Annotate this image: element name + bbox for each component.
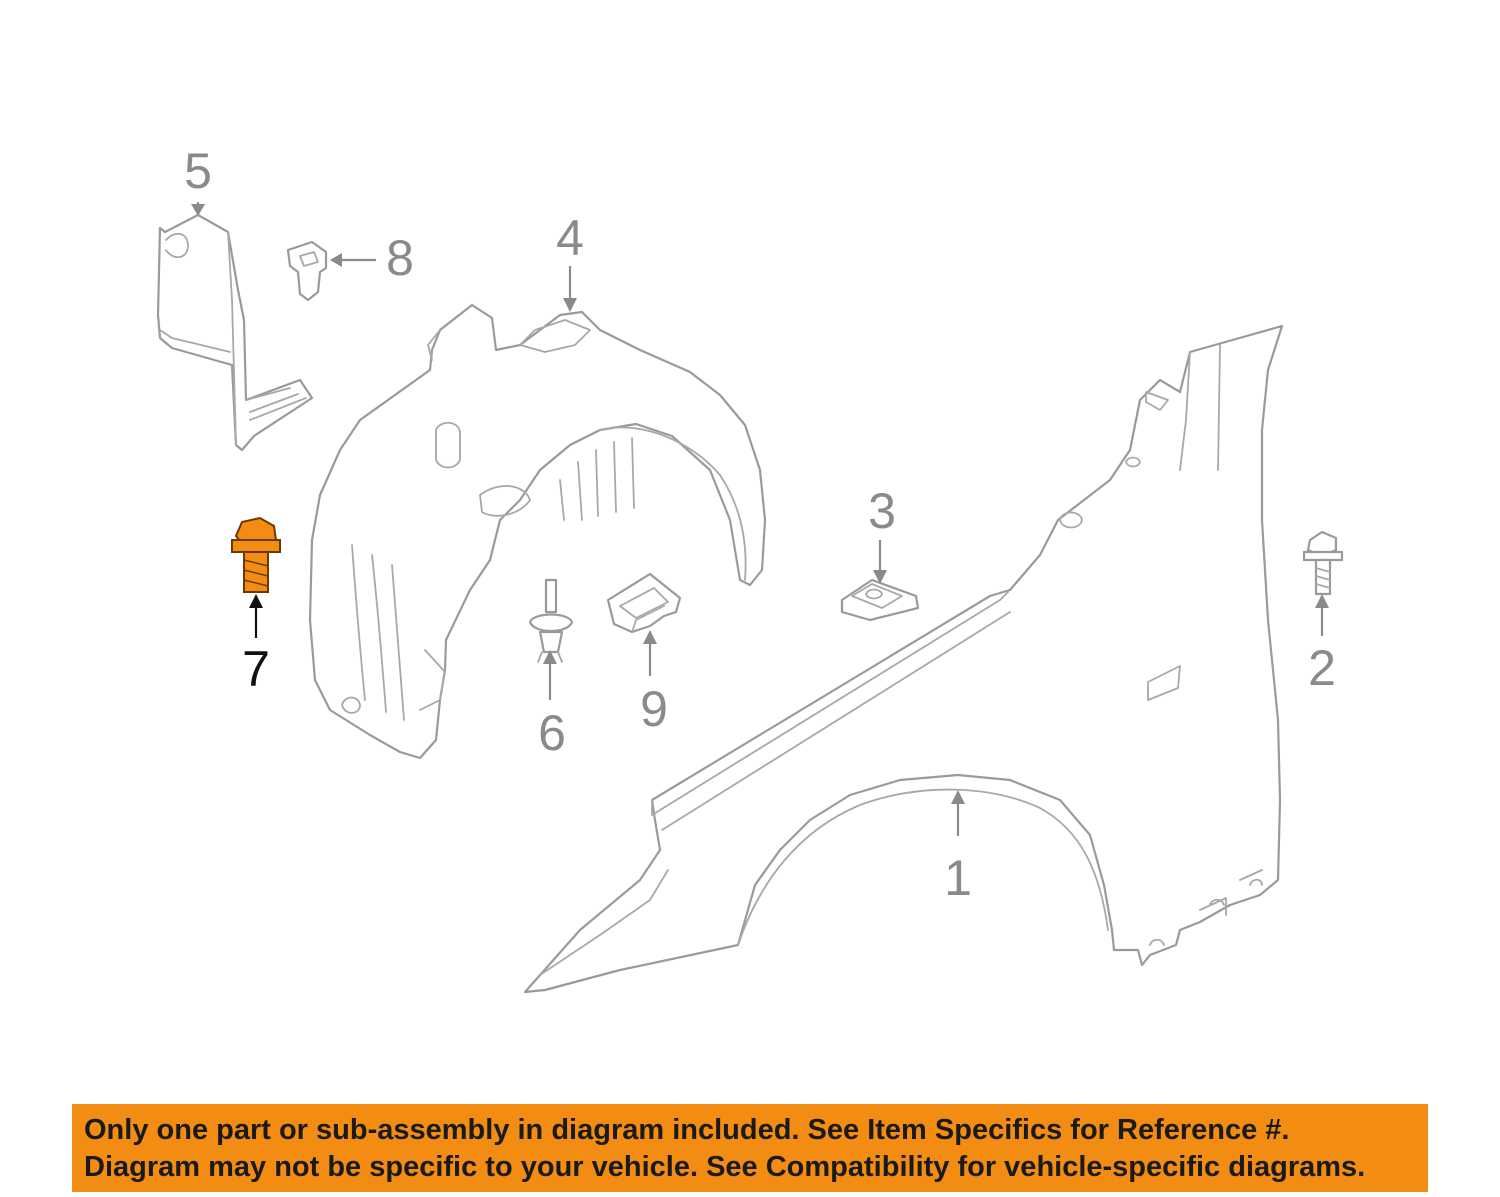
push-pin-retainer-part-6[interactable] — [528, 578, 574, 663]
arrowhead-7 — [249, 594, 263, 608]
disclaimer-line-2: Diagram may not be specific to your vehi… — [84, 1151, 1366, 1183]
arrowhead-3 — [873, 570, 887, 584]
callout-4: 4 — [556, 210, 584, 266]
fender-liner-part-4[interactable] — [308, 303, 767, 760]
callout-6: 6 — [538, 705, 566, 761]
disclaimer-banner: Only one part or sub-assembly in diagram… — [72, 1104, 1428, 1192]
callout-2: 2 — [1308, 640, 1336, 696]
bolt-part-2[interactable] — [1302, 530, 1344, 596]
disclaimer-line-1: Only one part or sub-assembly in diagram… — [84, 1114, 1290, 1146]
arrowhead-6 — [543, 650, 557, 664]
callout-9: 9 — [640, 681, 668, 737]
callout-5: 5 — [184, 143, 212, 199]
arrowhead-9 — [643, 630, 657, 644]
fender-panel-part-1[interactable] — [523, 324, 1284, 994]
callout-3: 3 — [868, 483, 896, 539]
callout-arrows — [191, 202, 1329, 836]
arrowhead-4 — [563, 298, 577, 312]
square-clip-part-8[interactable] — [286, 240, 328, 302]
spring-clip-part-9[interactable] — [606, 572, 682, 634]
clip-nut-part-3[interactable] — [840, 578, 920, 622]
arrowhead-2 — [1315, 594, 1329, 608]
callout-1: 1 — [944, 850, 972, 906]
callout-7: 7 — [242, 641, 270, 697]
arrowhead-1 — [951, 790, 965, 804]
arrowhead-8 — [330, 253, 342, 267]
arrowhead-5 — [191, 204, 205, 216]
callout-labels: 5 8 4 3 2 1 6 9 7 — [184, 143, 1336, 906]
callout-8: 8 — [386, 230, 414, 286]
splash-shield-part-5[interactable] — [156, 213, 314, 452]
flange-bolt-part-7[interactable] — [231, 516, 281, 593]
